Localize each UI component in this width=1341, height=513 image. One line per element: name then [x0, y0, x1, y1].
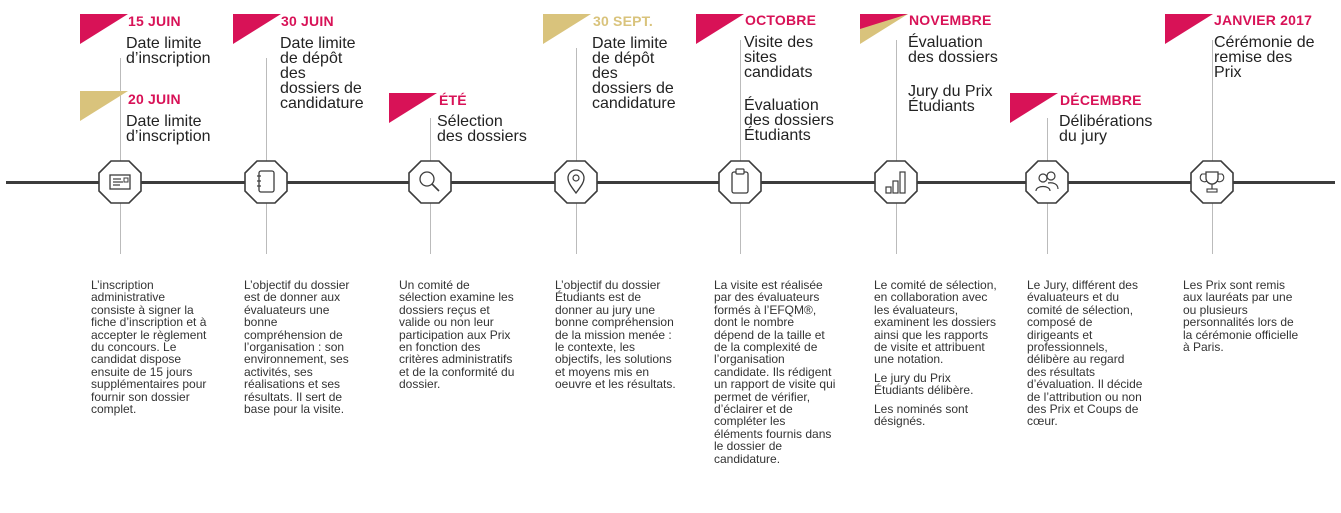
- notebook-icon: [244, 160, 288, 204]
- date-flag: [80, 14, 128, 44]
- step-description: L’inscription administrative consiste à …: [91, 278, 207, 417]
- date-flag: [696, 14, 744, 44]
- step-date: ÉTÉ: [439, 92, 467, 108]
- step-description: La visite est réalisée par des évaluateu…: [714, 278, 836, 466]
- step-description: Un comité de sélection examine les dossi…: [399, 278, 515, 392]
- date-flag: [1010, 93, 1058, 123]
- connector-line: [576, 48, 577, 254]
- date-flag: [860, 14, 908, 29]
- connector-line: [266, 58, 267, 254]
- step-date: 30 SEPT.: [593, 13, 653, 29]
- step-description: L’objectif du dossier est de donner aux …: [244, 278, 350, 417]
- connector-line: [740, 40, 741, 254]
- step-date: 15 JUIN: [128, 13, 181, 29]
- step-date: DÉCEMBRE: [1060, 92, 1142, 108]
- step-description: Les Prix sont remis aux lauréats par une…: [1183, 278, 1299, 355]
- step-date: NOVEMBRE: [909, 12, 992, 28]
- people-icon: [1025, 160, 1069, 204]
- map-pin-icon: [554, 160, 598, 204]
- step-date: JANVIER 2017: [1214, 12, 1313, 28]
- date-flag: [80, 91, 128, 121]
- step-date: OCTOBRE: [745, 12, 817, 28]
- step-description: Le comité de sélection, en collaboration…: [874, 278, 997, 429]
- date-flag: [543, 14, 591, 44]
- magnifier-icon: [408, 160, 452, 204]
- connector-line: [896, 40, 897, 254]
- timeline-axis: [6, 181, 1335, 184]
- date-flag: [233, 14, 281, 44]
- step-date: 30 JUIN: [281, 13, 334, 29]
- bar-chart-icon: [874, 160, 918, 204]
- connector-line: [1212, 40, 1213, 254]
- step-date-secondary: 20 JUIN: [128, 91, 181, 107]
- date-flag: [1165, 14, 1213, 44]
- step-description: Le Jury, différent des évaluateurs et du…: [1027, 278, 1143, 429]
- date-flag: [389, 93, 437, 123]
- clipboard-icon: [718, 160, 762, 204]
- trophy-icon: [1190, 160, 1234, 204]
- form-card-icon: [98, 160, 142, 204]
- connector-line: [120, 58, 121, 254]
- step-description: L’objectif du dossier Étudiants est de d…: [555, 278, 676, 392]
